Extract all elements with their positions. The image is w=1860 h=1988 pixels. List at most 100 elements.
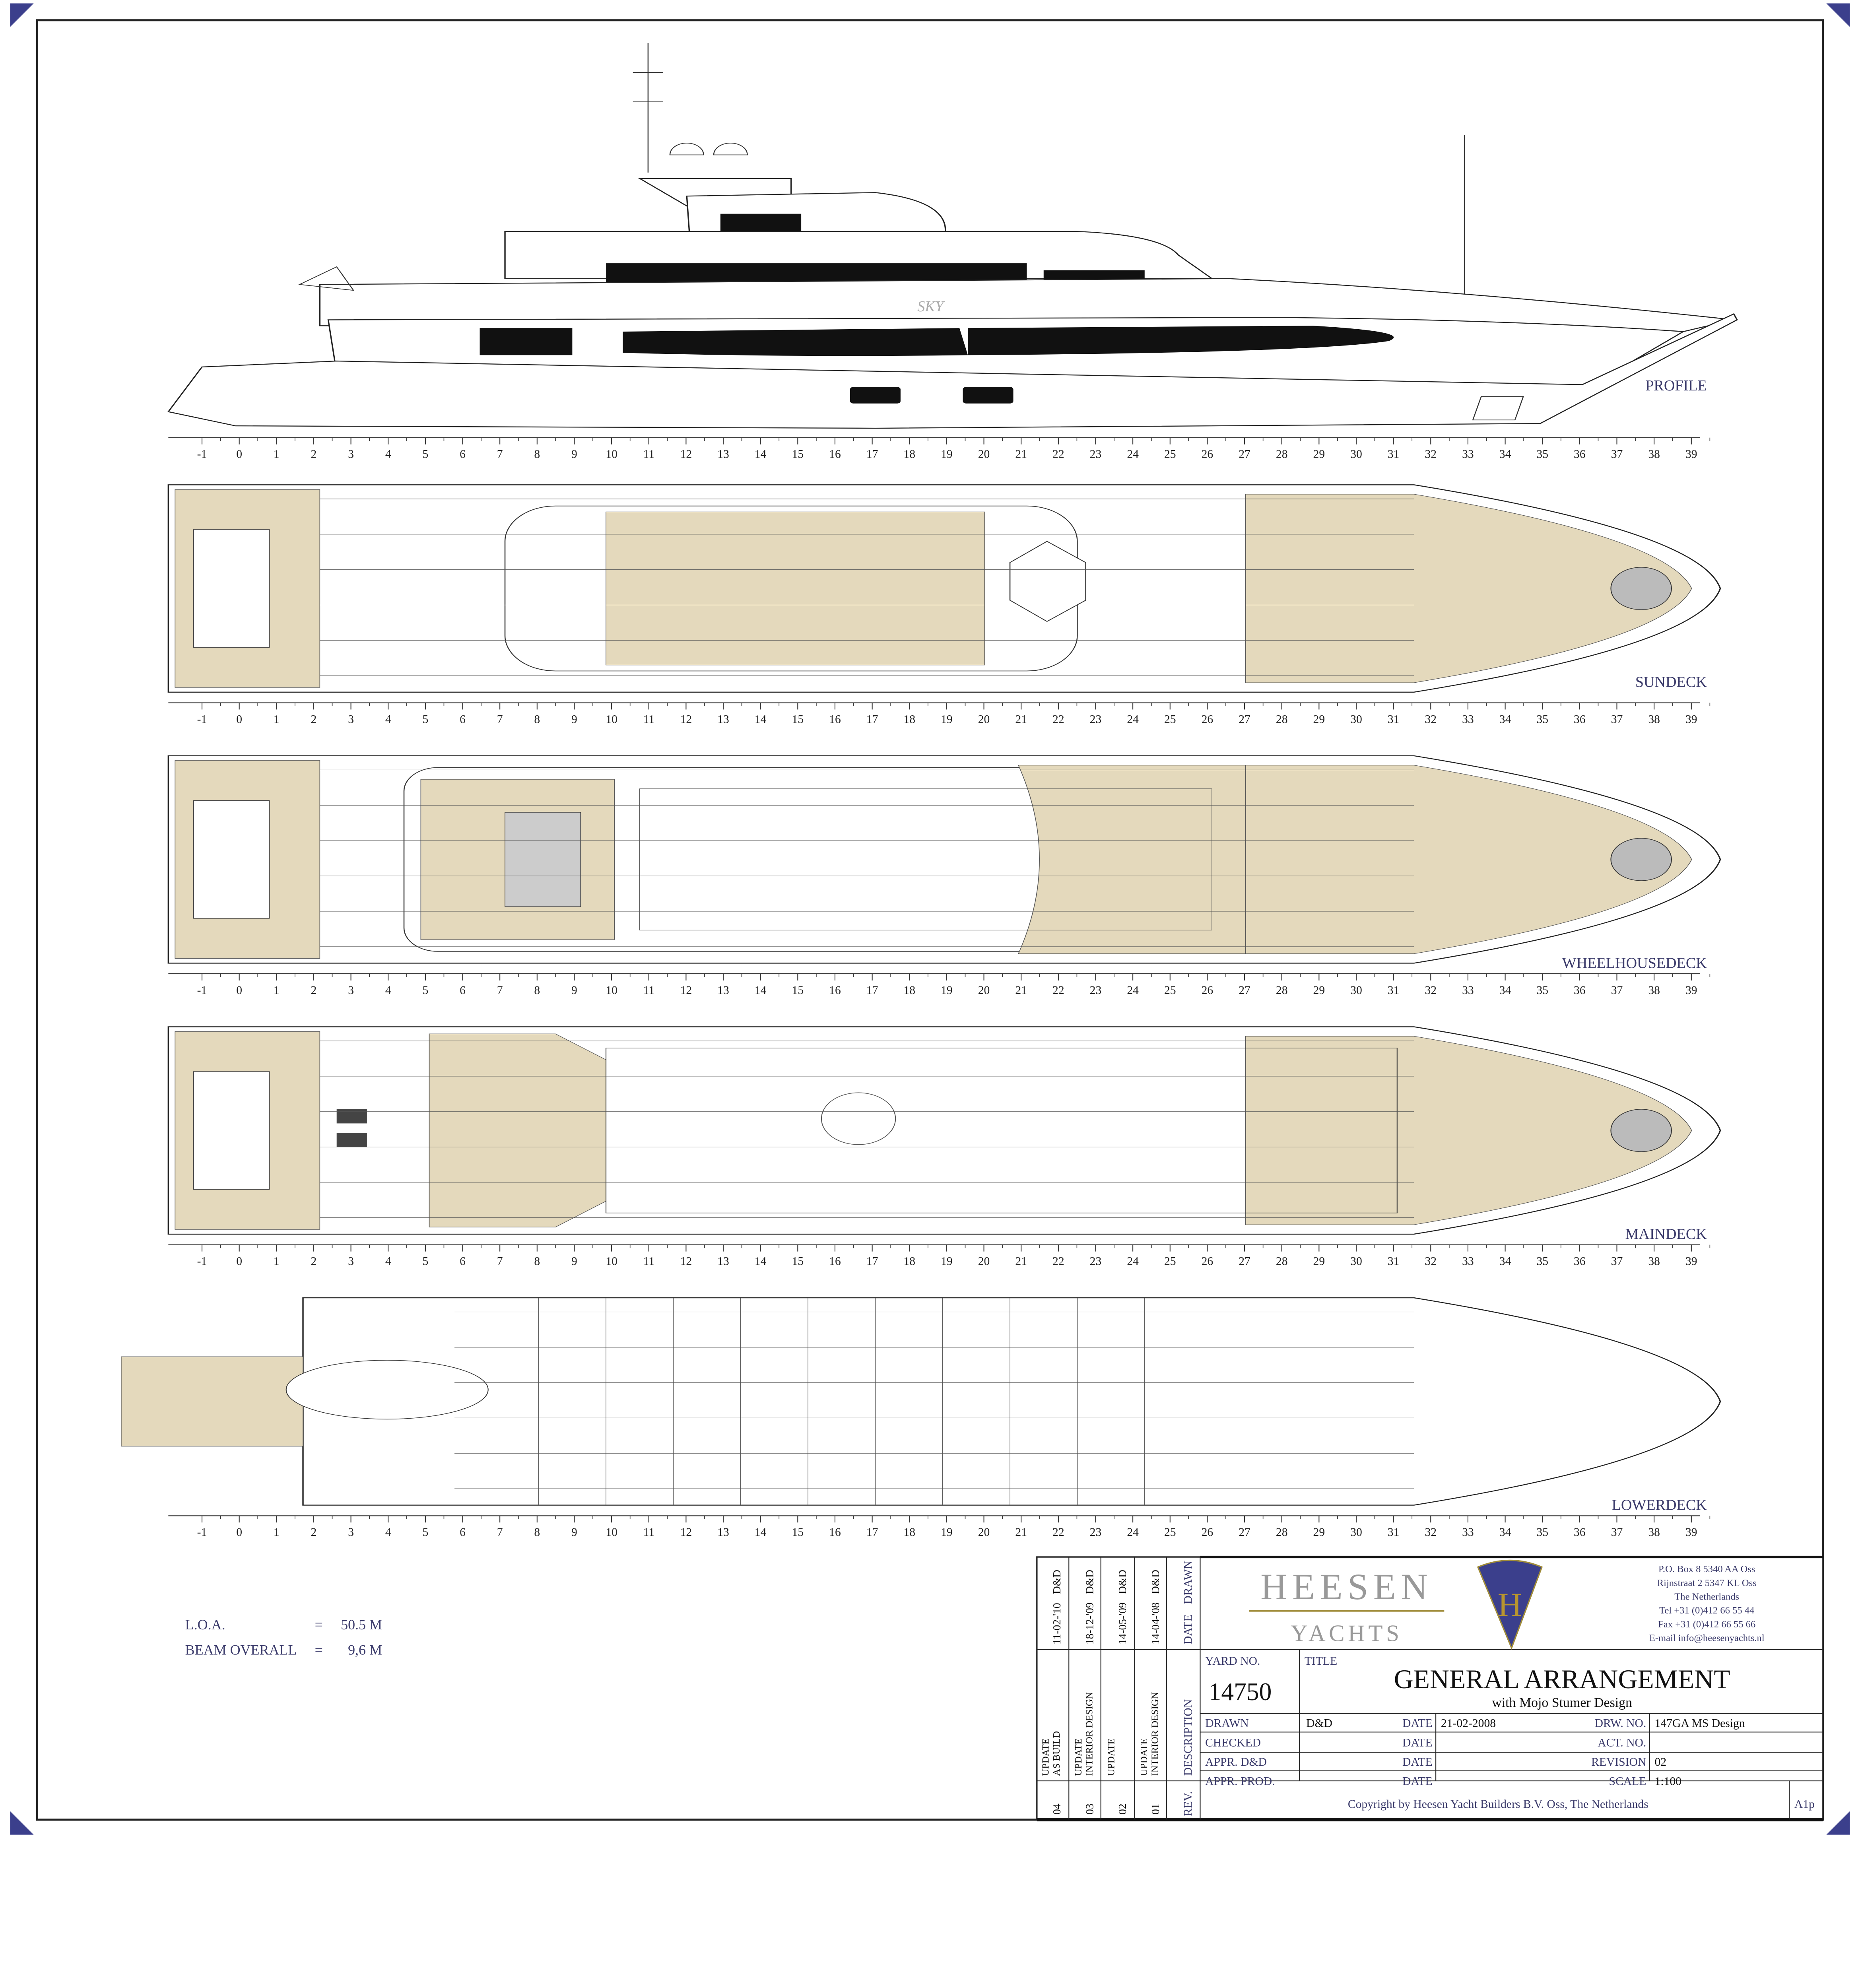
frame-label: 20 — [978, 448, 990, 461]
frame-label: -1 — [197, 713, 207, 726]
general-arrangement-sheet: SKY PROFILE SUNDECK WHEELHOUSEDECK MAIND… — [10, 3, 1850, 1835]
frame-label: 2 — [311, 1526, 317, 1539]
frame-label: 35 — [1536, 713, 1548, 726]
frame-label: 15 — [792, 448, 804, 461]
sheet-border — [36, 19, 1824, 1821]
frame-label: 0 — [236, 984, 242, 997]
frame-label: 11 — [643, 1255, 654, 1268]
copyright: Copyright by Heesen Yacht Builders B.V. … — [1348, 1798, 1648, 1811]
frame-label: 33 — [1462, 1526, 1474, 1539]
lowerdeck-plan — [120, 1297, 1721, 1506]
frame-label: 18 — [903, 448, 915, 461]
row-label: CHECKED — [1205, 1736, 1261, 1749]
frame-label: 14 — [755, 713, 767, 726]
frame-label: 5 — [422, 448, 428, 461]
frame-label: 36 — [1574, 1255, 1586, 1268]
frame-label: 16 — [829, 448, 841, 461]
frame-label: 26 — [1202, 1526, 1213, 1539]
frame-label: 32 — [1425, 1255, 1437, 1268]
frame-label: 16 — [829, 713, 841, 726]
frame-label: 10 — [606, 448, 617, 461]
loa-value: 50.5 M — [341, 1617, 382, 1633]
frame-label: 14 — [755, 1255, 767, 1268]
frame-label: 38 — [1648, 448, 1660, 461]
frame-label: 34 — [1499, 448, 1511, 461]
frame-label: 19 — [941, 984, 953, 997]
frame-label: 18 — [903, 1526, 915, 1539]
revision-description: UPDATE — [1139, 1738, 1149, 1776]
frame-label: 19 — [941, 448, 953, 461]
frame-label: 26 — [1202, 448, 1213, 461]
frame-label: 17 — [866, 1526, 878, 1539]
frame-label: 24 — [1127, 984, 1139, 997]
row-field-value: 147GA MS Design — [1655, 1717, 1745, 1730]
frame-label: 23 — [1090, 1255, 1102, 1268]
frame-label: 0 — [236, 448, 242, 461]
logo-yachts: YACHTS — [1291, 1620, 1402, 1646]
frame-label: 39 — [1685, 448, 1697, 461]
frame-label: 12 — [680, 1526, 692, 1539]
frame-label: 26 — [1202, 984, 1213, 997]
frame-label: 35 — [1536, 1255, 1548, 1268]
description-header: DESCRIPTION — [1182, 1699, 1194, 1776]
frame-label: 5 — [422, 984, 428, 997]
frame-label: 23 — [1090, 713, 1102, 726]
frame-label: 33 — [1462, 448, 1474, 461]
drawing-subtitle: with Mojo Stumer Design — [1492, 1695, 1632, 1710]
frame-label: 39 — [1685, 1526, 1697, 1539]
frame-label: 30 — [1350, 1255, 1362, 1268]
row-field-label: REVISION — [1591, 1756, 1646, 1769]
frame-label: 33 — [1462, 713, 1474, 726]
frame-label: 31 — [1388, 713, 1400, 726]
frame-label: 15 — [792, 984, 804, 997]
loa-eq: = — [315, 1617, 323, 1633]
row-value: D&D — [1306, 1717, 1332, 1730]
frame-label: 1 — [274, 448, 280, 461]
loa-label: L.O.A. — [185, 1617, 225, 1633]
frame-label: 34 — [1499, 1526, 1511, 1539]
frame-label: 12 — [680, 984, 692, 997]
frame-label: 6 — [460, 1255, 466, 1268]
frame-label: 2 — [311, 984, 317, 997]
beam-value: 9,6 M — [348, 1642, 382, 1658]
frame-label: 38 — [1648, 984, 1660, 997]
frame-label: 26 — [1202, 713, 1213, 726]
frame-label: 16 — [829, 984, 841, 997]
row-date-label: DATE — [1402, 1756, 1433, 1769]
revision-drawn: D&D — [1050, 1570, 1063, 1594]
frame-label: 3 — [348, 713, 354, 726]
revision-drawn: D&D — [1083, 1570, 1096, 1594]
frame-label: 28 — [1276, 448, 1288, 461]
frame-label: 3 — [348, 1526, 354, 1539]
frame-label: 4 — [385, 984, 391, 997]
frame-label: 8 — [534, 984, 540, 997]
frame-label: 29 — [1313, 1526, 1325, 1539]
frame-label: 2 — [311, 448, 317, 461]
frame-label: 9 — [571, 713, 577, 726]
revision-description: AS BUILD — [1051, 1731, 1062, 1776]
frame-label: 14 — [755, 984, 767, 997]
address-line: Tel +31 (0)412 66 55 44 — [1659, 1605, 1754, 1616]
frame-label: 15 — [792, 713, 804, 726]
maindeck-plan — [167, 1026, 1721, 1235]
frame-label: 36 — [1574, 984, 1586, 997]
frame-label: 17 — [866, 984, 878, 997]
frame-label: 8 — [534, 713, 540, 726]
frame-label: 29 — [1313, 713, 1325, 726]
frame-label: 30 — [1350, 713, 1362, 726]
frame-label: 3 — [348, 984, 354, 997]
frame-label: 12 — [680, 1255, 692, 1268]
frame-label: 4 — [385, 448, 391, 461]
frame-label: 36 — [1574, 713, 1586, 726]
label-sundeck: SUNDECK — [1635, 674, 1707, 690]
frame-label: 11 — [643, 984, 654, 997]
row-date-label: DATE — [1402, 1775, 1433, 1788]
yard-no-label: YARD NO. — [1205, 1655, 1260, 1668]
frame-label: 29 — [1313, 1255, 1325, 1268]
frame-label: 17 — [866, 448, 878, 461]
frame-label: 39 — [1685, 1255, 1697, 1268]
frame-label: 27 — [1239, 713, 1250, 726]
frame-label: 20 — [978, 1526, 990, 1539]
revision-drawn: D&D — [1116, 1570, 1128, 1594]
